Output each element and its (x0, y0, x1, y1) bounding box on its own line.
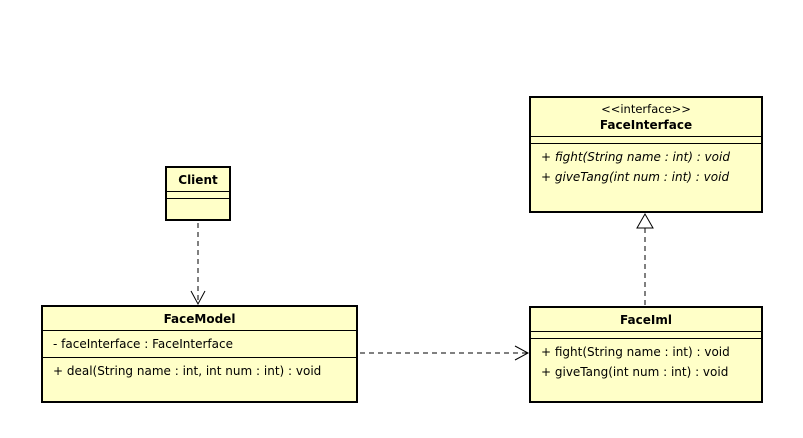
class-face-interface-header: <<interface>> FaceInterface (531, 98, 761, 136)
class-face-interface-operations: + fight(String name : int) : void + give… (531, 143, 761, 190)
class-face-model-name: FaceModel (163, 312, 236, 326)
class-face-interface[interactable]: <<interface>> FaceInterface + fight(Stri… (529, 96, 763, 213)
operation-give-tang: + giveTang(int num : int) : void (541, 365, 729, 379)
attribute-face-interface: - faceInterface : FaceInterface (53, 337, 233, 351)
class-face-model-header: FaceModel (43, 307, 356, 330)
operation-fight: + fight(String name : int) : void (541, 345, 730, 359)
class-client-attributes (167, 191, 229, 198)
class-face-model[interactable]: FaceModel - faceInterface : FaceInterfac… (41, 305, 358, 403)
class-face-interface-stereotype: <<interface>> (601, 102, 691, 116)
class-client-header: Client (167, 168, 229, 191)
class-face-model-attributes: - faceInterface : FaceInterface (43, 330, 356, 357)
realization-face-iml-to-face-interface[interactable] (636, 212, 654, 305)
dependency-client-to-face-model[interactable] (190, 223, 206, 306)
class-face-iml-name: FaceIml (620, 313, 672, 327)
class-client-name: Client (178, 173, 218, 187)
class-face-interface-attributes (531, 136, 761, 143)
open-arrowhead (190, 290, 206, 306)
class-face-interface-name: FaceInterface (599, 118, 693, 132)
open-arrowhead (514, 345, 530, 361)
class-face-iml-operations: + fight(String name : int) : void + give… (531, 338, 761, 385)
class-face-iml-attributes (531, 331, 761, 338)
hollow-triangle-arrowhead (636, 212, 654, 229)
operation-give-tang: + giveTang(int num : int) : void (541, 170, 730, 184)
operation-fight: + fight(String name : int) : void (541, 150, 730, 164)
class-face-iml[interactable]: FaceIml + fight(String name : int) : voi… (529, 306, 763, 403)
class-client[interactable]: Client (165, 166, 231, 221)
dependency-face-model-to-face-iml[interactable] (360, 345, 530, 361)
operation-deal: + deal(String name : int, int num : int)… (53, 364, 322, 378)
class-face-iml-header: FaceIml (531, 308, 761, 331)
class-client-operations (167, 198, 229, 205)
class-face-model-operations: + deal(String name : int, int num : int)… (43, 357, 356, 384)
